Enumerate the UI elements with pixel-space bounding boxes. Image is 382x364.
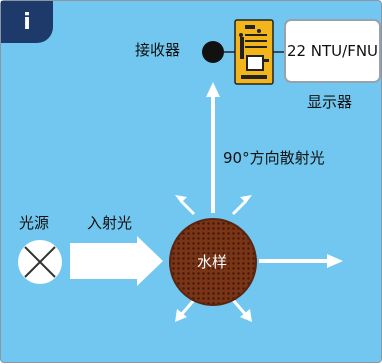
scatter-arrow-up-right <box>231 195 252 216</box>
incident-light-arrow <box>70 236 163 286</box>
scatter-arrow-up-left <box>175 195 196 216</box>
scatter-90-arrow <box>206 82 220 213</box>
sample-label: 水样 <box>197 253 228 271</box>
display-screen: 22 NTU/FNU <box>284 19 381 83</box>
transmitted-light-arrow <box>259 254 343 268</box>
scatter-arrow-down-right <box>231 299 252 322</box>
scatter-90-label: 90°方向散射光 <box>223 149 325 167</box>
receiver-label: 接收器 <box>135 41 181 59</box>
water-sample <box>169 218 257 306</box>
light-source-label: 光源 <box>19 214 50 232</box>
light-source-icon <box>18 240 62 284</box>
display-label: 显示器 <box>307 93 353 111</box>
incident-light-label: 入射光 <box>87 214 133 232</box>
receiver-icon <box>202 41 224 63</box>
scatter-arrow-down-left <box>175 299 196 322</box>
circuit-board-icon <box>234 19 274 85</box>
info-badge: i <box>1 1 53 43</box>
display-value: 22 NTU/FNU <box>286 42 379 60</box>
